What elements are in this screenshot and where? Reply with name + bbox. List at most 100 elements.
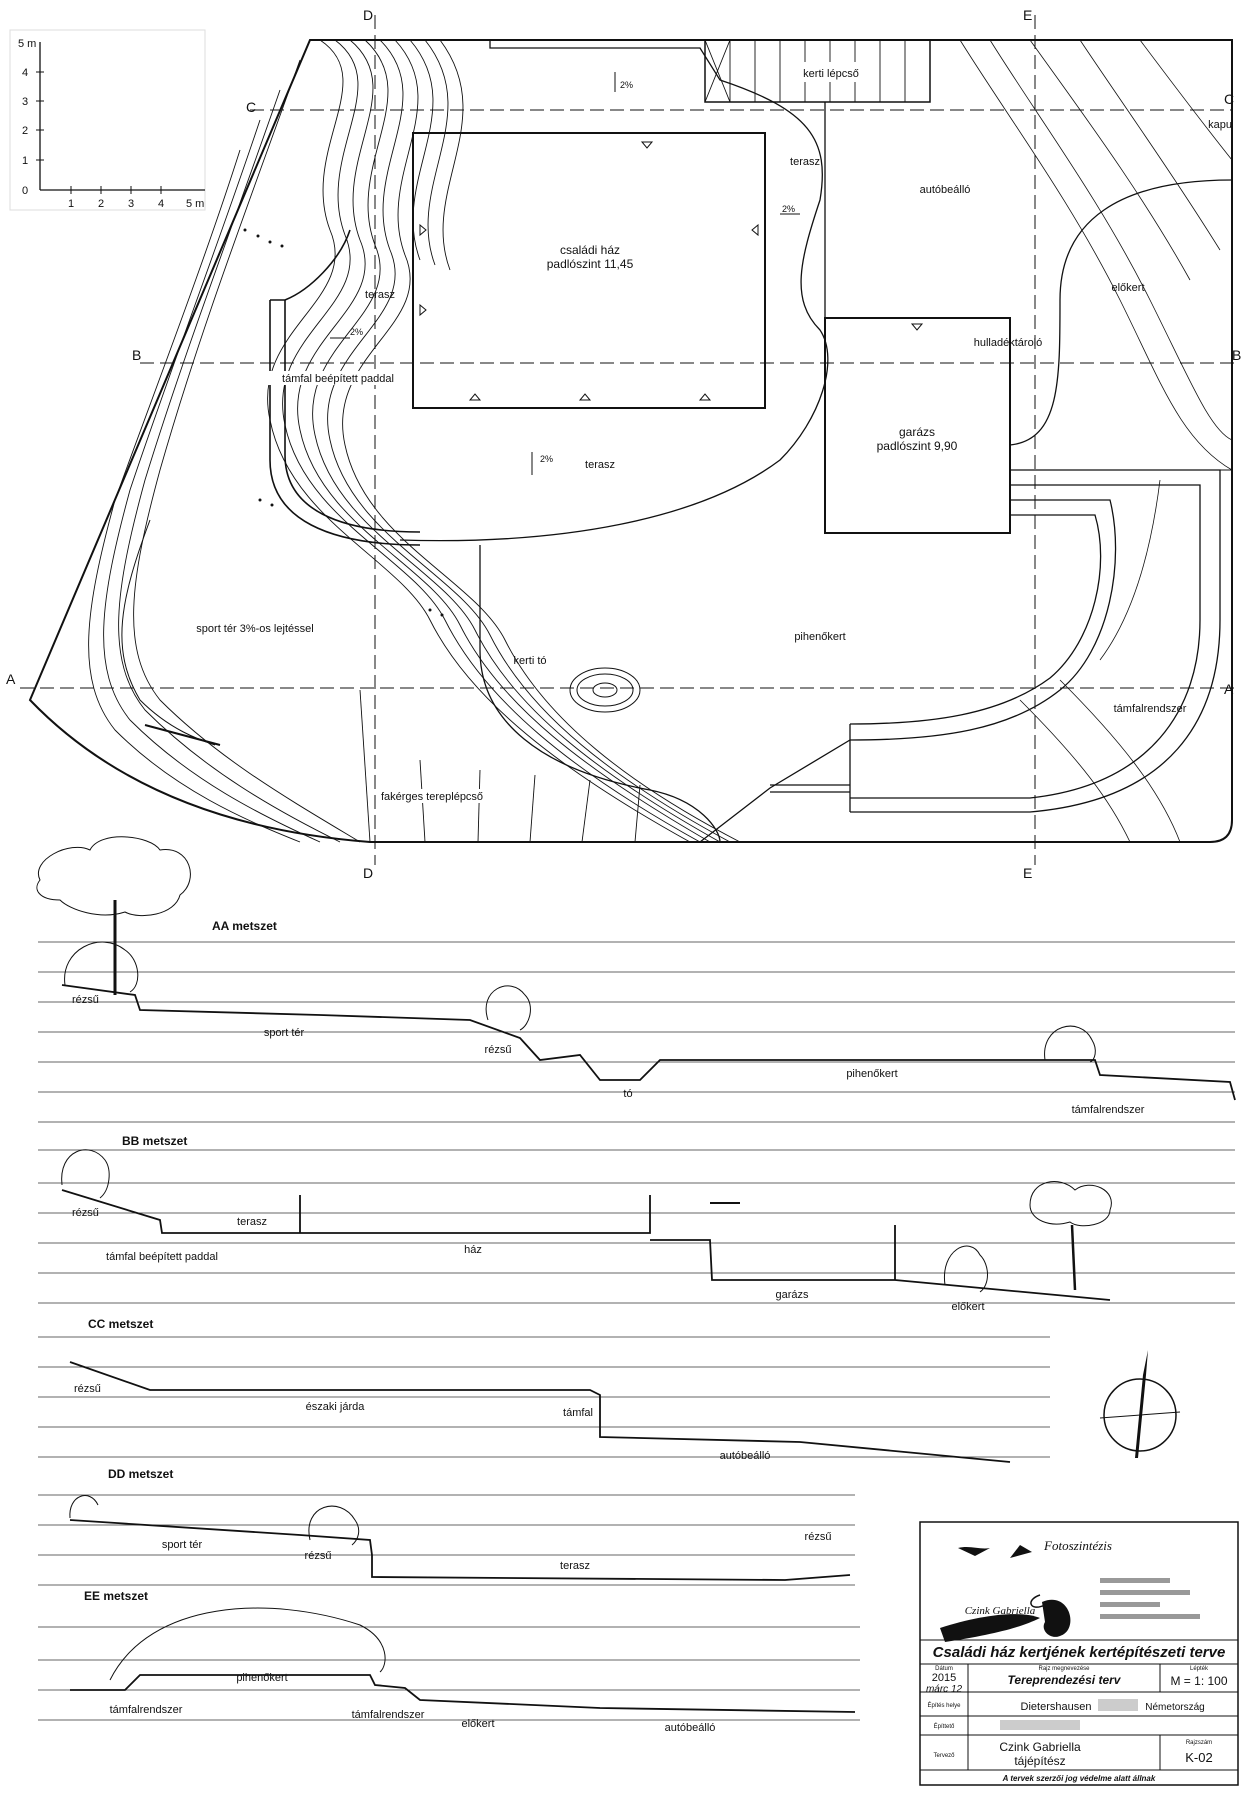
section-marker-a-east: A (1224, 681, 1234, 697)
section-aa: AA metszet rézsű sport tér rézsű pihenők… (36, 836, 1236, 1123)
bb-label: előkert (951, 1301, 984, 1313)
scale-y-tick: 1 (22, 155, 28, 167)
ee-label: támfalrendszer (352, 1709, 425, 1721)
retaining-system-label: támfalrendszer (1114, 703, 1187, 715)
section-marker-d-north: D (363, 7, 373, 23)
ee-label: autóbeálló (665, 1722, 716, 1734)
ee-label: előkert (461, 1718, 494, 1730)
ee-label: támfalrendszer (110, 1704, 183, 1716)
aa-label: sport tér (264, 1027, 305, 1039)
front-garden-outline (1009, 179, 1233, 446)
house-floor-level: padlószint 11,45 (547, 257, 634, 271)
scale-x-tick: 1 (68, 198, 74, 210)
scale-label: Lépték (1190, 1666, 1209, 1672)
section-ee-title: EE metszet (84, 1589, 148, 1603)
rest-garden-label: pihenőkert (794, 631, 845, 643)
drawing-name: Tereprendezési terv (1008, 1673, 1122, 1687)
scale-x-tick: 3 (128, 198, 134, 210)
title-block: Fotoszintézis Czink Gabriella Családi há… (919, 1521, 1239, 1786)
gate-label: kapu (1208, 119, 1232, 131)
section-ee: EE metszet pihenőkert támfalrendszer tám… (38, 1589, 860, 1734)
shrub-icon (61, 1149, 110, 1199)
studio-brand: Fotoszintézis (1043, 1538, 1112, 1553)
cc-label: autóbeálló (720, 1450, 771, 1462)
section-marker-a-west: A (6, 671, 16, 687)
aa-label: tó (623, 1088, 632, 1100)
section-dd-title: DD metszet (108, 1467, 173, 1481)
shrub-icon (1044, 1025, 1096, 1063)
dd-label: sport tér (162, 1539, 203, 1551)
section-cc-title: CC metszet (88, 1317, 153, 1331)
scale-y-unit: 5 m (18, 38, 36, 50)
shrub-icon (109, 1607, 386, 1681)
sheet-label: Rajzszám (1186, 1740, 1212, 1746)
section-marker-e-south: E (1023, 865, 1032, 881)
sheet-number: K-02 (1185, 1750, 1212, 1765)
terrace-south-label: terasz (585, 459, 615, 471)
garage-label: garázs (899, 425, 935, 439)
date-label: Dátum (935, 1666, 953, 1672)
scale-y-tick: 3 (22, 96, 28, 108)
terrace-west-label: terasz (365, 289, 395, 301)
retaining-wall-system (699, 469, 1221, 843)
dd-label: terasz (560, 1560, 590, 1572)
scale-diagram: 5 m 4 3 2 1 0 1 2 3 4 5 m (9, 29, 206, 211)
retaining-wall-bench (269, 229, 421, 546)
dd-label: rézsű (805, 1531, 832, 1543)
cc-label: északi járda (306, 1401, 366, 1413)
scale-x-tick: 2 (98, 198, 104, 210)
dd-label: rézsű (305, 1550, 332, 1562)
sport-field-label: sport tér 3%-os lejtéssel (196, 623, 313, 635)
retaining-bench-label: támfal beépített paddal (282, 373, 394, 385)
section-dd: DD metszet sport tér rézsű terasz rézsű (38, 1467, 855, 1586)
site-city: Dietershausen (1021, 1701, 1092, 1713)
house-label: családi ház (560, 243, 620, 257)
plot-boundary (28, 39, 1233, 843)
section-aa-title: AA metszet (212, 919, 277, 933)
shrub-icon (943, 1245, 988, 1293)
slope-marker: 2% (350, 327, 363, 337)
date-day: márc 12 (926, 1684, 963, 1695)
garden-pond (569, 667, 641, 713)
section-marker-b-west: B (132, 347, 141, 363)
designer-role: tájépítész (1014, 1754, 1065, 1768)
builder-label: Építtető (934, 1723, 955, 1730)
rest-garden-edge (479, 545, 721, 843)
waste-storage-label: hulladéktároló (974, 337, 1043, 349)
section-bb: BB metszet rézsű terasz támfal beépített… (38, 1134, 1235, 1313)
cc-label: rézsű (74, 1383, 101, 1395)
cc-label: támfal (563, 1407, 593, 1419)
ee-label: pihenőkert (236, 1672, 287, 1684)
tree-icon (36, 836, 191, 995)
section-marker-d-south: D (363, 865, 373, 881)
scale-y-tick: 4 (22, 67, 28, 79)
bb-label: támfal beépített paddal (106, 1251, 218, 1263)
section-marker-b-east: B (1232, 347, 1241, 363)
aa-label: támfalrendszer (1072, 1104, 1145, 1116)
east-contours (959, 39, 1233, 843)
section-marker-c-west: C (246, 99, 256, 115)
scale-x-tick: 4 (158, 198, 164, 210)
garage-footprint (824, 317, 1011, 534)
scale-y-tick: 0 (22, 185, 28, 197)
shrub-icon (64, 941, 139, 993)
bb-label: rézsű (72, 1207, 99, 1219)
parking-label: autóbeálló (920, 184, 971, 196)
studio-logo-icon (940, 1545, 1071, 1642)
stairs-label: kerti lépcső (803, 68, 859, 80)
shrub-icon (308, 1505, 360, 1546)
tree-icon (1029, 1181, 1112, 1291)
bb-label: terasz (237, 1216, 267, 1228)
section-lines (20, 15, 1240, 865)
designer-name: Czink Gabriella (999, 1740, 1081, 1754)
copyright-note: A tervek szerzői jog védelme alatt állna… (1002, 1774, 1156, 1783)
aa-label: rézsű (72, 994, 99, 1006)
scale-x-unit: 5 m (186, 198, 204, 210)
shrub-icon (485, 985, 531, 1031)
garage-floor-level: padlószint 9,90 (877, 439, 958, 453)
bb-label: garázs (775, 1289, 809, 1301)
drawing-name-label: Rajz megnevezése (1038, 1666, 1090, 1672)
shrub-icon (69, 1495, 99, 1519)
scale-value: M = 1: 100 (1170, 1674, 1227, 1688)
